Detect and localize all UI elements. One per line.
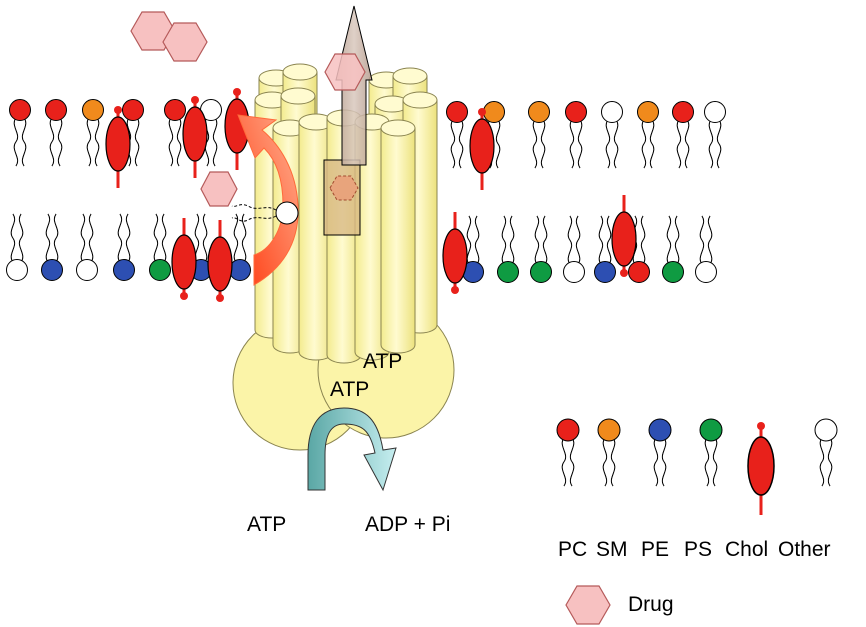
lipid <box>528 101 550 169</box>
lipid <box>594 215 616 283</box>
cholesterol <box>206 218 234 304</box>
legend-label-pe: PE <box>641 538 670 561</box>
lipid <box>637 101 659 169</box>
drug-binding-pocket <box>323 159 361 236</box>
legend-chol-icon <box>747 422 775 515</box>
atp-label-lower: ATP <box>330 378 370 401</box>
lipid <box>565 101 587 169</box>
legend-drug-icon <box>565 585 611 625</box>
lipid <box>662 215 684 283</box>
lipid <box>563 215 585 283</box>
lipid <box>122 99 144 167</box>
lipid <box>6 213 28 281</box>
legend-label-sm: SM <box>596 538 628 561</box>
membrane-left <box>6 86 251 304</box>
lipid <box>530 215 552 283</box>
drug-molecule <box>324 53 366 91</box>
atp-hydrolysis-arrow <box>307 407 397 492</box>
lipid <box>601 101 623 169</box>
legend-pe-icon <box>648 418 672 487</box>
lipid <box>229 213 251 281</box>
adp-output-label: ADP + Pi <box>365 513 451 536</box>
drug-molecule <box>162 22 208 62</box>
cholesterol <box>170 216 198 302</box>
lipid <box>76 213 98 281</box>
lipid <box>149 213 171 281</box>
membrane-right <box>441 101 726 296</box>
legend <box>556 418 838 515</box>
lipid <box>628 215 650 283</box>
legend-label-other: Other <box>778 538 831 561</box>
atp-input-label: ATP <box>247 513 287 536</box>
lipid <box>672 101 694 169</box>
drug-molecule <box>200 171 238 207</box>
legend-other-icon <box>814 418 838 487</box>
atp-label-upper: ATP <box>363 350 403 373</box>
translocating-lipid <box>231 201 299 225</box>
lipid <box>446 101 468 169</box>
legend-label-ps: PS <box>684 538 713 561</box>
lipid <box>82 99 104 167</box>
lipid <box>497 215 519 283</box>
lipid <box>45 99 67 167</box>
lipid <box>9 99 31 167</box>
legend-ps-icon <box>699 418 723 487</box>
flip-arrow <box>237 114 299 286</box>
legend-sm-icon <box>597 418 621 487</box>
transmembrane-helix <box>380 119 416 354</box>
cholesterol <box>441 210 469 296</box>
lipid <box>41 213 63 281</box>
lipid <box>164 99 186 167</box>
legend-label-drug: Drug <box>628 593 674 616</box>
lipid <box>113 213 135 281</box>
lipid <box>695 215 717 283</box>
legend-label-chol: Chol <box>725 538 769 561</box>
lipid <box>704 101 726 169</box>
legend-label-pc: PC <box>558 538 588 561</box>
legend-pc-icon <box>556 418 580 487</box>
